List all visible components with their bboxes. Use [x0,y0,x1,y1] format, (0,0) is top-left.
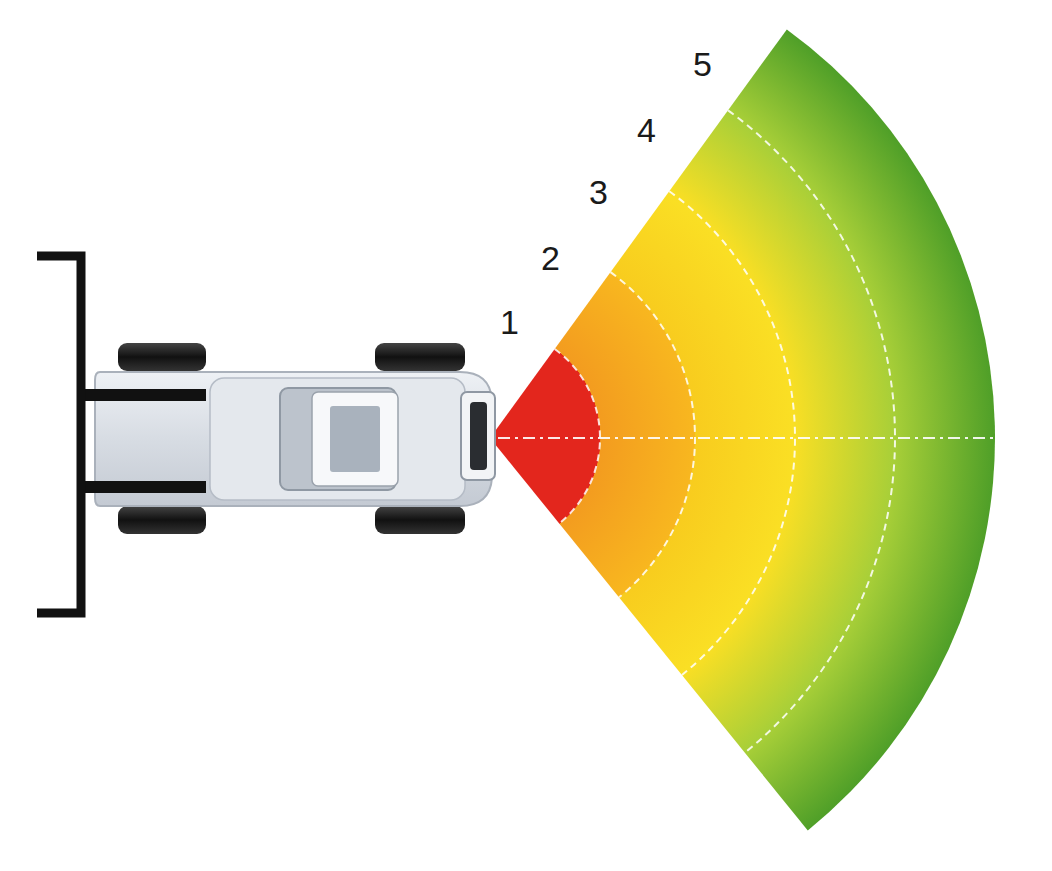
zone-boundary [610,272,695,597]
sensor-field [490,29,995,830]
zone-number: 4 [637,113,656,147]
zone-boundary [669,191,795,675]
zone-boundary [728,110,895,752]
wall-bracket [37,256,81,613]
zone-number: 2 [541,241,560,275]
zone-boundary [555,349,600,523]
zone-number: 1 [500,305,519,339]
zone-number: 5 [693,47,712,81]
zone-fill [490,29,995,830]
zone-number: 3 [589,175,608,209]
center-axis [498,437,995,439]
vehicle [82,343,495,534]
